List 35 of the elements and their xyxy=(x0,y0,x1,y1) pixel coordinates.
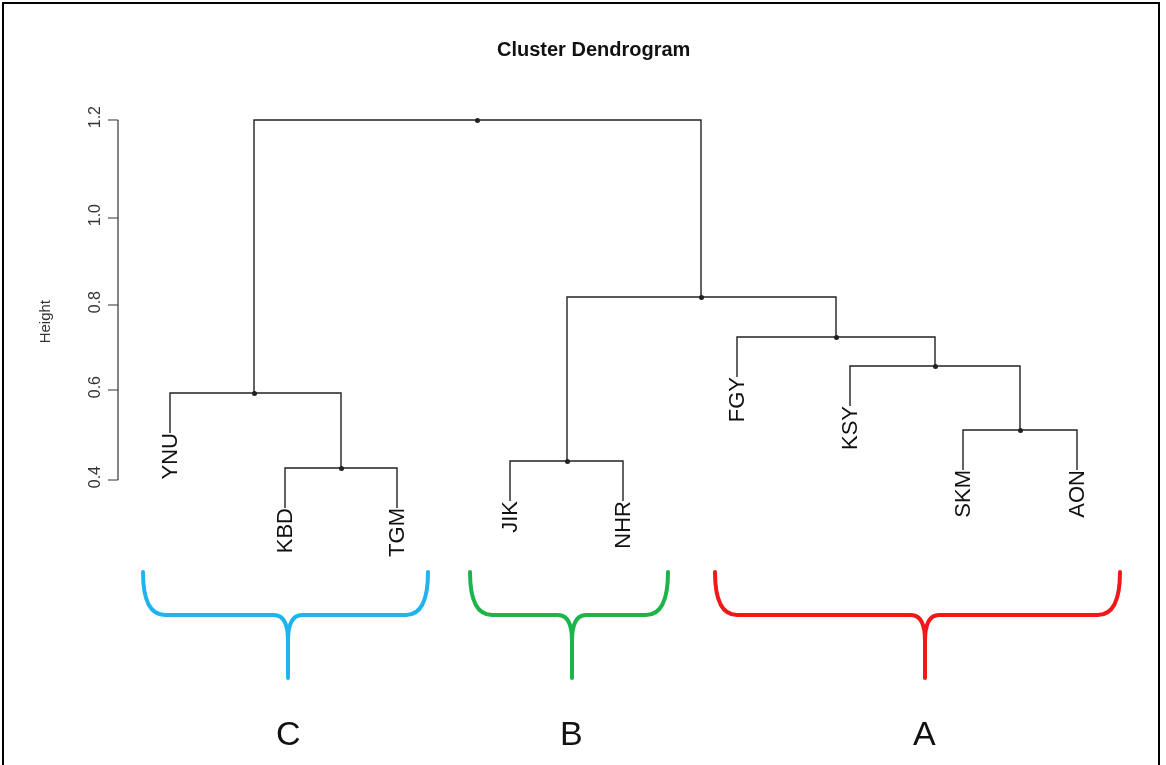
dendrogram-branch xyxy=(284,467,342,509)
junction-dot xyxy=(833,334,839,340)
leaf-label: YNU xyxy=(157,433,183,480)
axis-tick-label: 0.8 xyxy=(86,291,104,314)
dendrogram-branch xyxy=(566,296,702,462)
junction-dot xyxy=(474,117,480,123)
junction-dot xyxy=(932,363,938,369)
junction-dot xyxy=(1017,427,1023,433)
junction-dot xyxy=(698,294,704,300)
leaf-label: JIK xyxy=(497,501,523,533)
junction-dot xyxy=(338,465,344,471)
dendrogram-branch xyxy=(736,336,837,378)
leaf-label: FGY xyxy=(724,377,750,423)
junction-dot xyxy=(251,390,257,396)
axis-tick-label: 0.4 xyxy=(86,466,104,489)
leaf-label: KBD xyxy=(272,508,298,554)
leaf-label: SKM xyxy=(950,470,976,518)
dendrogram-branch xyxy=(849,365,936,407)
axis-tick-label: 1.0 xyxy=(86,204,104,227)
junction-dot xyxy=(564,458,570,464)
leaf-label: TGM xyxy=(384,508,410,557)
group-letter: B xyxy=(560,714,583,753)
group-letter: A xyxy=(913,714,936,753)
leaf-label: KSY xyxy=(837,406,863,451)
group-letter: C xyxy=(276,714,301,753)
chart-title: Cluster Dendrogram xyxy=(497,38,691,61)
dendrogram-branch xyxy=(253,119,478,394)
dendrogram-branch xyxy=(509,460,568,502)
axis-tick-label: 0.6 xyxy=(86,376,104,399)
dendrogram-branch xyxy=(169,392,255,434)
dendrogram-branch xyxy=(962,429,1021,471)
axis-tick-label: 1.2 xyxy=(86,106,104,129)
leaf-label: NHR xyxy=(610,501,636,549)
axis-title: Height xyxy=(36,300,54,344)
leaf-label: AON xyxy=(1064,470,1090,518)
